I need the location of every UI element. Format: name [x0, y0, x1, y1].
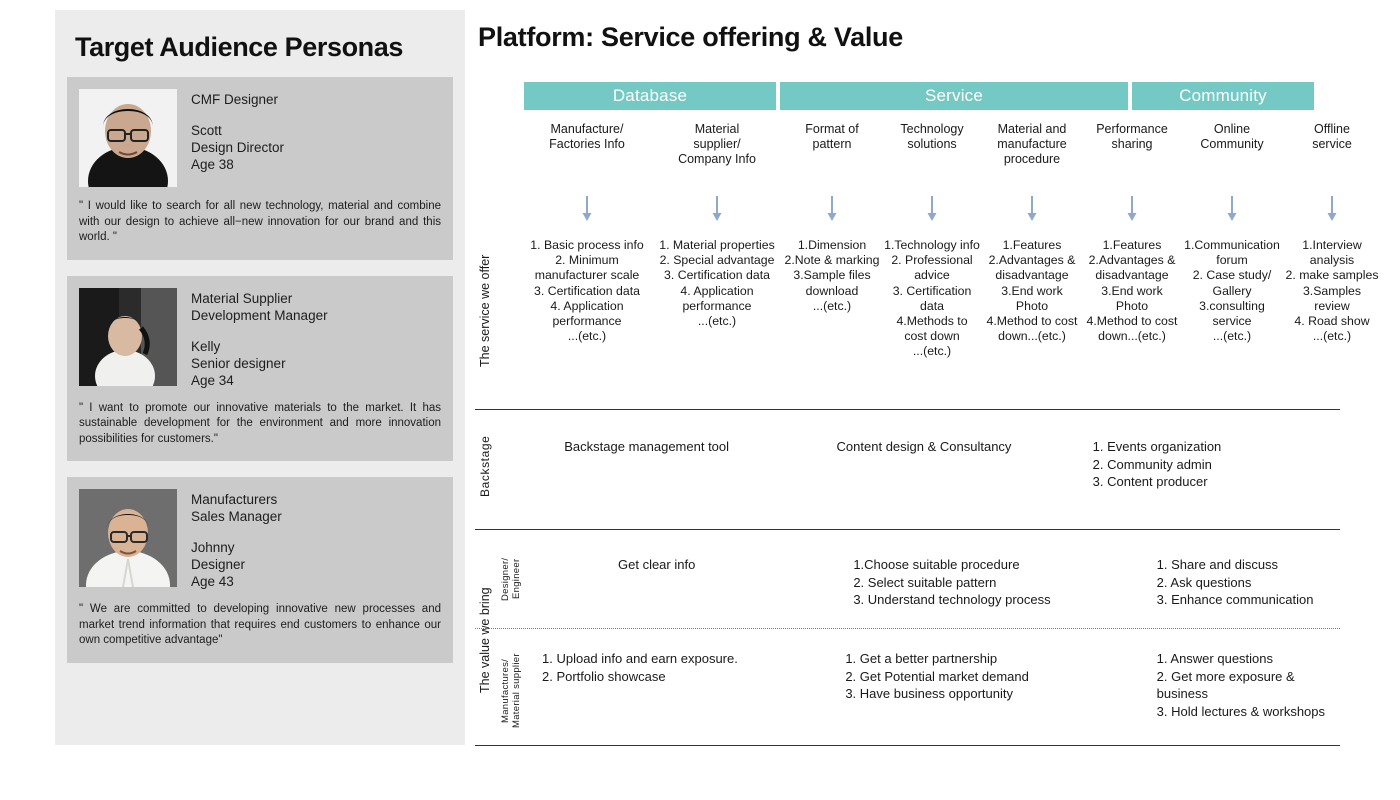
column-header: Material supplier/ Company Info: [678, 122, 756, 166]
spacer: [191, 324, 328, 338]
column-header: Performance sharing: [1096, 122, 1168, 151]
value-cell: 1. Share and discuss 2. Ask questions 3.…: [1156, 557, 1314, 607]
value-cell: 1.Choose suitable procedure 2. Select su…: [853, 557, 1051, 607]
persona-card[interactable]: Manufacturers Sales Manager Johnny Desig…: [67, 477, 453, 663]
down-arrow-icon: [524, 196, 650, 222]
offer-cell: 1. Basic process info 2. Minimum manufac…: [530, 238, 644, 344]
spacer: [191, 108, 284, 122]
offer-cell: 1. Material properties 2. Special advant…: [659, 238, 775, 329]
value-cell: 1. Get a better partnership 2. Get Poten…: [845, 651, 1029, 701]
persona-age: Age 34: [191, 372, 234, 388]
persona-quote: " We are committed to developing innovat…: [79, 603, 441, 646]
divider-offer-backstage: [475, 409, 1340, 410]
persona-name: Johnny: [191, 540, 235, 555]
divider-bottom: [475, 745, 1340, 746]
column-header: Manufacture/ Factories Info: [549, 122, 625, 151]
row-label-backstage: Backstage: [478, 435, 492, 497]
value-cell: Get clear info: [618, 557, 696, 572]
sub-row-label-manufactures-supplier: Manufactures/ Material supplier: [500, 653, 522, 729]
column-header: Technology solutions: [900, 122, 964, 151]
column-header: Format of pattern: [805, 122, 859, 151]
platform-panel: Platform: Service offering & Value Datab…: [470, 10, 1390, 770]
persona-age: Age 38: [191, 157, 234, 172]
persona-card[interactable]: CMF Designer Scott Design Director Age 3…: [67, 77, 453, 260]
avatar: [79, 489, 177, 587]
target-audience-panel: Target Audience Personas: [55, 10, 465, 745]
category-database[interactable]: Database: [524, 82, 776, 110]
offer-cell: 1.Communication forum 2. Case study/ Gal…: [1184, 238, 1280, 344]
persona-header: CMF Designer Scott Design Director Age 3…: [79, 89, 441, 187]
service-offer-row: 1. Basic process info 2. Minimum manufac…: [524, 238, 1390, 360]
persona-header: Manufacturers Sales Manager Johnny Desig…: [79, 489, 441, 590]
avatar: [79, 287, 177, 386]
persona-age: Age 43: [191, 574, 234, 589]
value-row-designer-engineer: Get clear info 1.Choose suitable procedu…: [520, 556, 1340, 609]
column-header: Offline service: [1312, 122, 1352, 151]
persona-role: Material Supplier: [191, 290, 293, 306]
down-arrow-icon: [884, 196, 980, 222]
persona-role: Manufacturers: [191, 492, 278, 507]
backstage-row: Backstage management tool Content design…: [508, 438, 1340, 491]
divider-backstage-value: [475, 529, 1340, 530]
column-header: Material and manufacture procedure: [997, 122, 1067, 166]
persona-meta: Material Supplier Development Manager Ke…: [191, 288, 328, 389]
row-label-service-we-offer: The service we offer: [478, 254, 492, 368]
down-arrow-icon: [654, 196, 780, 222]
persona-name: Kelly: [191, 338, 221, 354]
persona-job-title: Design Director: [191, 140, 285, 155]
platform-title: Platform: Service offering & Value: [478, 22, 903, 52]
offer-cell: 1.Interview analysis 2. make samples 3.S…: [1285, 238, 1379, 344]
persona-role-secondary: Sales Manager: [191, 509, 282, 524]
avatar: [79, 89, 177, 187]
row-label-value-we-bring: The value we bring: [478, 587, 492, 693]
column-header-row: Manufacture/ Factories Info Material sup…: [524, 122, 1390, 167]
value-row-manufactures-supplier: 1. Upload info and earn exposure. 2. Por…: [520, 650, 1340, 720]
persona-role-secondary: Development Manager: [191, 307, 328, 323]
column-header: Online Community: [1200, 122, 1264, 151]
down-arrow-icon: [1084, 196, 1180, 222]
offer-cell: 1.Features 2.Advantages & disadvantage 3…: [986, 238, 1078, 344]
value-cell: 1. Upload info and earn exposure. 2. Por…: [542, 651, 738, 684]
category-community[interactable]: Community: [1132, 82, 1314, 110]
persona-meta: Manufacturers Sales Manager Johnny Desig…: [191, 489, 282, 590]
down-arrow-icon: [1184, 196, 1280, 222]
page-title: Target Audience Personas: [75, 32, 404, 62]
offer-cell: 1.Technology info 2. Professional advice…: [884, 238, 980, 359]
category-bar-row: Database Service Community: [524, 82, 1390, 110]
persona-quote: " I would like to search for all new tec…: [79, 200, 441, 243]
divider-value-subrows: [475, 628, 1340, 629]
backstage-cell: Backstage management tool: [564, 439, 730, 454]
persona-role: CMF Designer: [191, 92, 279, 107]
category-service[interactable]: Service: [780, 82, 1128, 110]
persona-quote: " I want to promote our innovative mater…: [79, 401, 441, 445]
down-arrow-icon: [784, 196, 880, 222]
sub-row-label-designer-engineer: Designer/ Engineer: [500, 557, 522, 601]
value-cell: 1. Answer questions 2. Get more exposure…: [1156, 651, 1326, 719]
backstage-cell: Content design & Consultancy: [836, 439, 1012, 454]
persona-header: Material Supplier Development Manager Ke…: [79, 287, 441, 389]
offer-cell: 1.Features 2.Advantages & disadvantage 3…: [1086, 238, 1178, 344]
persona-job-title: Senior designer: [191, 355, 286, 371]
down-arrow-icon: [1284, 196, 1380, 222]
persona-meta: CMF Designer Scott Design Director Age 3…: [191, 89, 284, 173]
persona-card[interactable]: Material Supplier Development Manager Ke…: [67, 275, 453, 461]
spacer: [191, 525, 282, 539]
persona-job-title: Designer: [191, 557, 246, 572]
backstage-cell: 1. Events organization 2. Community admi…: [1092, 439, 1222, 489]
persona-name: Scott: [191, 123, 222, 138]
offer-cell: 1.Dimension 2.Note & marking 3.Sample fi…: [784, 238, 880, 313]
down-arrow-icon: [984, 196, 1080, 222]
arrow-row: [524, 196, 1390, 222]
